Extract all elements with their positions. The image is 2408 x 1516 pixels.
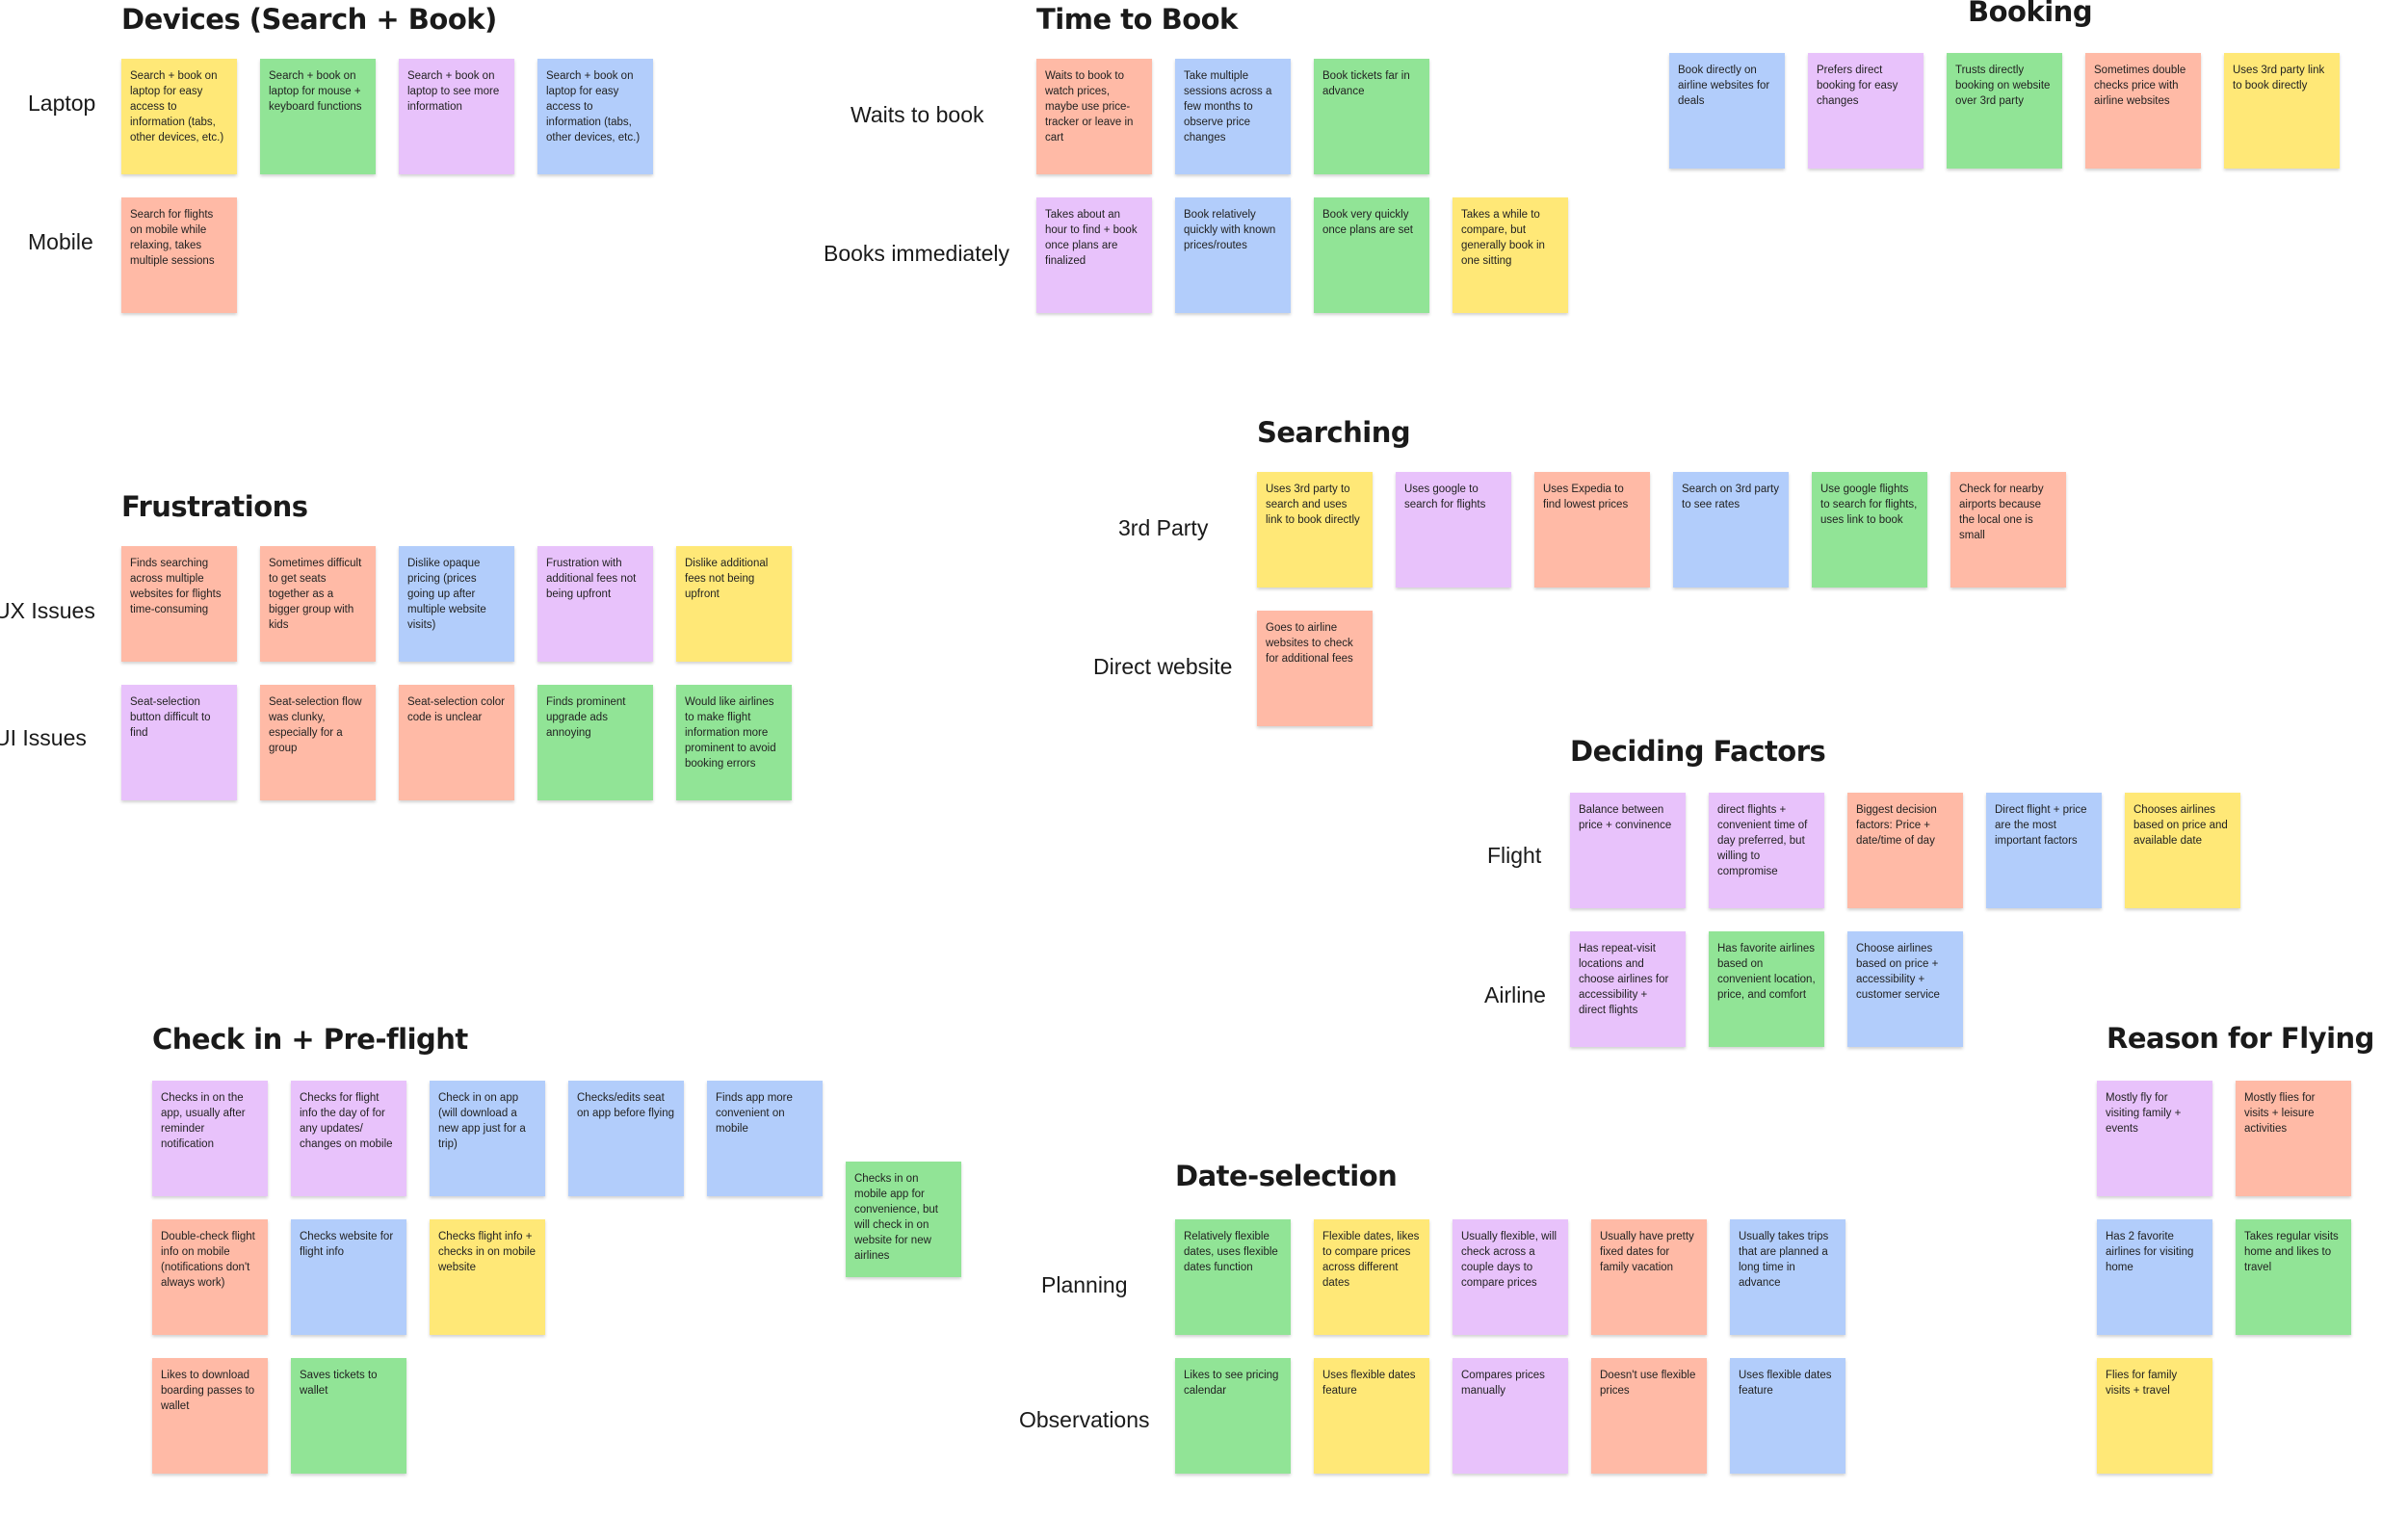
sticky-note[interactable]: Uses Expedia to find lowest prices (1534, 472, 1650, 588)
sticky-note[interactable]: Saves tickets to wallet (291, 1358, 406, 1474)
sticky-note[interactable]: Search for flights on mobile while relax… (121, 197, 237, 313)
section-title-searching: Searching (1257, 416, 1411, 449)
sticky-note[interactable]: Checks in on mobile app for convenience,… (846, 1162, 961, 1277)
row-label-ui-issues: UI Issues (0, 725, 87, 750)
row-label-planning: Planning (1041, 1272, 1128, 1297)
sticky-note[interactable]: Finds searching across multiple websites… (121, 546, 237, 662)
sticky-note[interactable]: Frustration with additional fees not bei… (537, 546, 653, 662)
row-label-direct-website: Direct website (1093, 654, 1233, 679)
sticky-note[interactable]: Balance between price + convinence (1570, 793, 1686, 908)
sticky-note[interactable]: Take multiple sessions across a few mont… (1175, 59, 1291, 174)
row-label-mobile: Mobile (28, 229, 93, 254)
sticky-note[interactable]: Takes about an hour to find + book once … (1036, 197, 1152, 313)
sticky-note[interactable]: Search + book on laptop for mouse + keyb… (260, 59, 376, 174)
section-title-devices: Devices (Search + Book) (121, 3, 497, 36)
sticky-note[interactable]: Mostly fly for visiting family + events (2097, 1081, 2212, 1196)
sticky-note[interactable]: Book directly on airline websites for de… (1669, 53, 1785, 169)
sticky-note[interactable]: Compares prices manually (1453, 1358, 1568, 1474)
sticky-note[interactable]: Would like airlines to make flight infor… (676, 685, 792, 800)
sticky-note[interactable]: Usually flexible, will check across a co… (1453, 1219, 1568, 1335)
sticky-note[interactable]: Takes regular visits home and likes to t… (2236, 1219, 2351, 1335)
sticky-note[interactable]: Seat-selection button difficult to find (121, 685, 237, 800)
section-title-reason-for-flying: Reason for Flying (2107, 1022, 2374, 1055)
row-label-laptop: Laptop (28, 91, 96, 116)
sticky-note[interactable]: Usually have pretty fixed dates for fami… (1591, 1219, 1707, 1335)
sticky-note[interactable]: Checks for flight info the day of for an… (291, 1081, 406, 1196)
row-label-3rd-party: 3rd Party (1118, 515, 1209, 540)
section-title-time-to-book: Time to Book (1036, 3, 1238, 36)
sticky-note[interactable]: direct flights + convenient time of day … (1709, 793, 1824, 908)
sticky-note[interactable]: Checks flight info + checks in on mobile… (430, 1219, 545, 1335)
sticky-note[interactable]: Check in on app (will download a new app… (430, 1081, 545, 1196)
sticky-note[interactable]: Book relatively quickly with known price… (1175, 197, 1291, 313)
sticky-note[interactable]: Dislike opaque pricing (prices going up … (399, 546, 514, 662)
sticky-note[interactable]: Trusts directly booking on website over … (1947, 53, 2062, 169)
sticky-note[interactable]: Prefers direct booking for easy changes (1808, 53, 1924, 169)
section-title-frustrations: Frustrations (121, 490, 308, 523)
sticky-note[interactable]: Search + book on laptop for easy access … (121, 59, 237, 174)
sticky-note[interactable]: Finds app more convenient on mobile (707, 1081, 823, 1196)
sticky-note[interactable]: Mostly flies for visits + leisure activi… (2236, 1081, 2351, 1196)
sticky-note[interactable]: Choose airlines based on price + accessi… (1847, 931, 1963, 1047)
sticky-note[interactable]: Finds prominent upgrade ads annoying (537, 685, 653, 800)
sticky-note[interactable]: Likes to download boarding passes to wal… (152, 1358, 268, 1474)
row-label-waits-to-book: Waits to book (851, 102, 984, 127)
sticky-note[interactable]: Book very quickly once plans are set (1314, 197, 1429, 313)
section-title-date-selection: Date-selection (1175, 1160, 1398, 1192)
sticky-note[interactable]: Uses 3rd party link to book directly (2224, 53, 2340, 169)
row-label-airline: Airline (1484, 982, 1546, 1007)
sticky-note[interactable]: Book tickets far in advance (1314, 59, 1429, 174)
sticky-note[interactable]: Waits to book to watch prices, maybe use… (1036, 59, 1152, 174)
row-label-flight: Flight (1487, 843, 1542, 868)
sticky-note[interactable]: Checks website for flight info (291, 1219, 406, 1335)
sticky-note[interactable]: Search + book on laptop for easy access … (537, 59, 653, 174)
sticky-note[interactable]: Takes a while to compare, but generally … (1453, 197, 1568, 313)
sticky-note[interactable]: Seat-selection flow was clunky, especial… (260, 685, 376, 800)
sticky-note[interactable]: Search on 3rd party to see rates (1673, 472, 1789, 588)
sticky-note[interactable]: Has repeat-visit locations and choose ai… (1570, 931, 1686, 1047)
sticky-note[interactable]: Search + book on laptop to see more info… (399, 59, 514, 174)
sticky-note[interactable]: Flies for family visits + travel (2097, 1358, 2212, 1474)
sticky-note[interactable]: Double-check flight info on mobile (noti… (152, 1219, 268, 1335)
sticky-note[interactable]: Uses flexible dates feature (1730, 1358, 1845, 1474)
sticky-note[interactable]: Likes to see pricing calendar (1175, 1358, 1291, 1474)
sticky-note[interactable]: Usually takes trips that are planned a l… (1730, 1219, 1845, 1335)
row-label-ux-issues: UX Issues (0, 598, 95, 623)
sticky-note[interactable]: Uses google to search for flights (1396, 472, 1511, 588)
sticky-note[interactable]: Relatively flexible dates, uses flexible… (1175, 1219, 1291, 1335)
sticky-note[interactable]: Has favorite airlines based on convenien… (1709, 931, 1824, 1047)
sticky-note[interactable]: Sometimes difficult to get seats togethe… (260, 546, 376, 662)
sticky-note[interactable]: Use google flights to search for flights… (1812, 472, 1927, 588)
sticky-note[interactable]: Goes to airline websites to check for ad… (1257, 611, 1373, 726)
sticky-note[interactable]: Checks/edits seat on app before flying (568, 1081, 684, 1196)
sticky-note[interactable]: Chooses airlines based on price and avai… (2125, 793, 2240, 908)
sticky-note[interactable]: Direct flight + price are the most impor… (1986, 793, 2102, 908)
sticky-note[interactable]: Checks in on the app, usually after remi… (152, 1081, 268, 1196)
sticky-note[interactable]: Dislike additional fees not being upfron… (676, 546, 792, 662)
sticky-note[interactable]: Biggest decision factors: Price + date/t… (1847, 793, 1963, 908)
sticky-note[interactable]: Uses 3rd party to search and uses link t… (1257, 472, 1373, 588)
sticky-note[interactable]: Sometimes double checks price with airli… (2085, 53, 2201, 169)
section-title-check-in: Check in + Pre-flight (152, 1023, 468, 1056)
section-title-booking: Booking (1968, 0, 2093, 28)
sticky-note[interactable]: Doesn't use flexible prices (1591, 1358, 1707, 1474)
sticky-note[interactable]: Uses flexible dates feature (1314, 1358, 1429, 1474)
sticky-note[interactable]: Seat-selection color code is unclear (399, 685, 514, 800)
row-label-observations: Observations (1019, 1407, 1150, 1432)
sticky-note[interactable]: Flexible dates, likes to compare prices … (1314, 1219, 1429, 1335)
row-label-books-immediately: Books immediately (824, 241, 1010, 266)
section-title-deciding-factors: Deciding Factors (1570, 735, 1826, 768)
sticky-note[interactable]: Has 2 favorite airlines for visiting hom… (2097, 1219, 2212, 1335)
sticky-note[interactable]: Check for nearby airports because the lo… (1950, 472, 2066, 588)
